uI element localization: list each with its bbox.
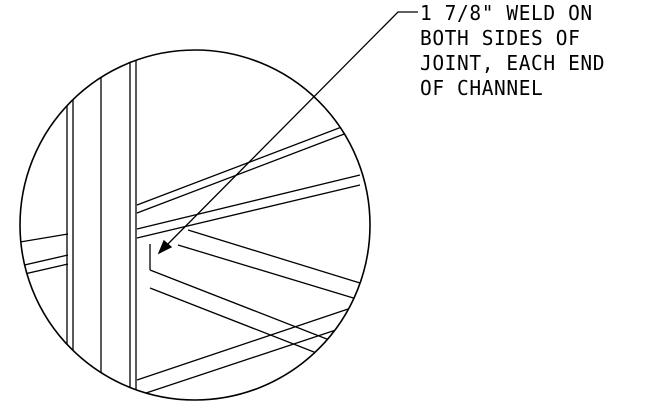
detail-circle — [19, 49, 371, 401]
note-line-4: OF CHANNEL — [420, 76, 544, 101]
note-line-2: BOTH SIDES OF — [420, 26, 581, 51]
note-line-3: JOINT, EACH END — [420, 51, 606, 76]
framing-members — [20, 50, 361, 397]
note-line-1: 1 7/8" WELD ON — [420, 1, 593, 26]
leader-arrow — [157, 11, 418, 255]
